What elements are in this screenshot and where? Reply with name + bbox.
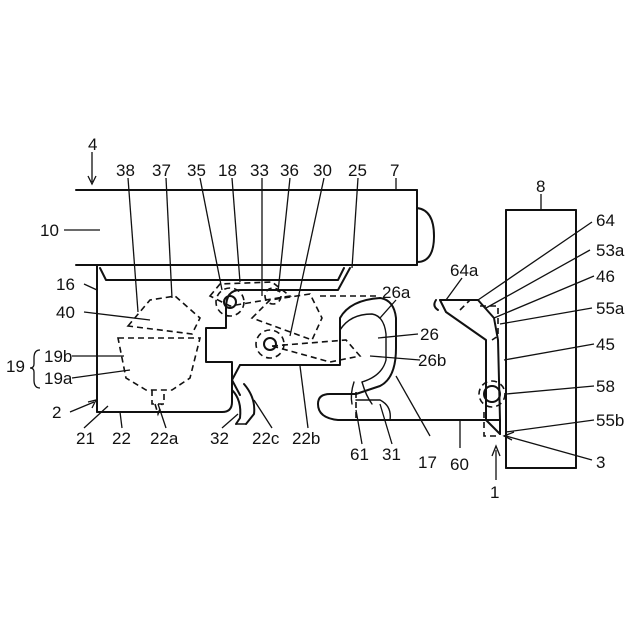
- label-37: 37: [152, 161, 171, 180]
- label-64: 64: [596, 211, 615, 230]
- label-26b: 26b: [418, 351, 446, 370]
- label-1: 1: [490, 483, 499, 502]
- label-32: 32: [210, 429, 229, 448]
- pins: [216, 288, 505, 407]
- label-40: 40: [56, 303, 75, 322]
- lever-plate: [232, 298, 500, 434]
- leader-lines: [64, 152, 594, 480]
- label-31: 31: [382, 445, 401, 464]
- label-55b: 55b: [596, 411, 624, 430]
- label-4: 4: [88, 135, 97, 154]
- label-46: 46: [596, 267, 615, 286]
- label-61: 61: [350, 445, 369, 464]
- label-22c: 22c: [252, 429, 280, 448]
- label-64a: 64a: [450, 261, 479, 280]
- label-19a: 19a: [44, 369, 73, 388]
- label-21: 21: [76, 429, 95, 448]
- label-33: 33: [250, 161, 269, 180]
- label-19: 19: [6, 357, 25, 376]
- label-35: 35: [187, 161, 206, 180]
- brace-19: [30, 350, 40, 388]
- label-55a: 55a: [596, 299, 625, 318]
- label-45: 45: [596, 335, 615, 354]
- label-19b: 19b: [44, 347, 72, 366]
- label-17: 17: [418, 453, 437, 472]
- arm-32: [232, 384, 254, 424]
- label-3: 3: [596, 453, 605, 472]
- label-8: 8: [536, 177, 545, 196]
- label-10: 10: [40, 221, 59, 240]
- label-60: 60: [450, 455, 469, 474]
- label-18: 18: [218, 161, 237, 180]
- label-16: 16: [56, 275, 75, 294]
- label-58: 58: [596, 377, 615, 396]
- label-26: 26: [420, 325, 439, 344]
- label-7: 7: [390, 161, 399, 180]
- label-26a: 26a: [382, 283, 411, 302]
- label-53a: 53a: [596, 241, 625, 260]
- door-member-8: [506, 210, 576, 468]
- label-2: 2: [52, 403, 61, 422]
- label-22a: 22a: [150, 429, 179, 448]
- label-36: 36: [280, 161, 299, 180]
- label-25: 25: [348, 161, 367, 180]
- label-30: 30: [313, 161, 332, 180]
- label-22b: 22b: [292, 429, 320, 448]
- label-38: 38: [116, 161, 135, 180]
- label-22: 22: [112, 429, 131, 448]
